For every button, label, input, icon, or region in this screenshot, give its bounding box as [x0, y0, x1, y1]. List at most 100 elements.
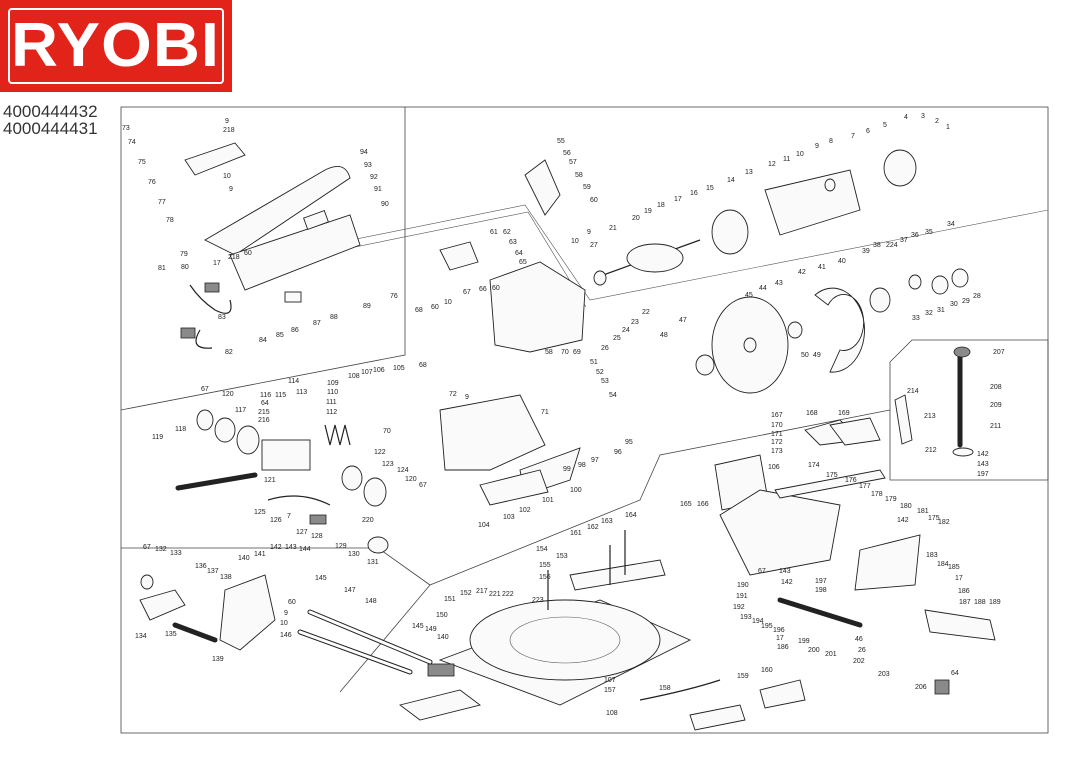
part-number-label: 69: [573, 349, 581, 356]
part-number-label: 41: [818, 264, 826, 271]
part-number-label: 10: [571, 238, 579, 245]
part-number-label: 4: [904, 114, 908, 121]
part-number-label: 60: [492, 285, 500, 292]
part-number-label: 184: [937, 561, 949, 568]
part-number-label: 50: [801, 352, 809, 359]
part-number-label: 154: [536, 546, 548, 553]
bushing: [214, 417, 236, 443]
part-number-label: 27: [590, 242, 598, 249]
part-number-label: 171: [771, 431, 783, 438]
part-number-label: 97: [591, 457, 599, 464]
part-number-label: 126: [270, 517, 282, 524]
part-number-label: 216: [258, 417, 270, 424]
part-number-label: 170: [771, 422, 783, 429]
part-number-label: 123: [382, 461, 394, 468]
ryobi-logo: RYOBI: [0, 0, 232, 92]
bevel-handle: [139, 589, 186, 621]
part-number-label: 17: [776, 635, 784, 642]
part-number-label: 67: [463, 289, 471, 296]
part-number-label: 47: [679, 317, 687, 324]
section-box-clamp: [889, 339, 1049, 481]
part-number-label: 156: [539, 574, 551, 581]
part-number-label: 17: [955, 575, 963, 582]
logo-text: RYOBI: [11, 11, 221, 80]
bearing: [593, 270, 607, 286]
part-number-label: 99: [563, 466, 571, 473]
fence-rail: [774, 469, 886, 499]
part-number-label: 104: [478, 522, 490, 529]
part-number-label: 93: [364, 162, 372, 169]
lock-knob: [934, 679, 950, 695]
part-number-label: 203: [878, 671, 890, 678]
part-number-label: 58: [545, 349, 553, 356]
part-number-label: 73: [122, 125, 130, 132]
part-number-label: 121: [264, 477, 276, 484]
miter-fence: [569, 559, 666, 591]
model-numbers: 4000444432 4000444431: [3, 103, 98, 137]
part-number-label: 33: [912, 315, 920, 322]
part-number-label: 112: [326, 409, 338, 416]
lock-lever: [524, 159, 561, 216]
bushing: [196, 409, 214, 431]
part-number-label: 105: [393, 365, 405, 372]
part-number-label: 6: [866, 128, 870, 135]
part-number-label: 175: [826, 472, 838, 479]
part-number-label: 108: [606, 710, 618, 717]
part-number-label: 143: [779, 568, 791, 575]
part-number-label: 90: [381, 201, 389, 208]
part-number-label: 64: [951, 670, 959, 677]
part-number-label: 207: [993, 349, 1005, 356]
part-number-label: 178: [871, 491, 883, 498]
part-number-label: 84: [259, 337, 267, 344]
part-number-label: 20: [632, 215, 640, 222]
part-number-label: 65: [519, 259, 527, 266]
part-number-label: 44: [759, 285, 767, 292]
slide-housing: [261, 439, 311, 471]
part-number-label: 3: [921, 113, 925, 120]
knob: [140, 574, 154, 590]
bearing: [824, 178, 836, 192]
part-number-label: 58: [575, 172, 583, 179]
part-number-label: 168: [806, 410, 818, 417]
part-number-label: 67: [419, 482, 427, 489]
part-number-label: 75: [138, 159, 146, 166]
part-number-label: 57: [569, 159, 577, 166]
cord-guard: [284, 291, 302, 303]
part-number-label: 10: [280, 620, 288, 627]
clamp-knob: [953, 346, 971, 358]
turntable: [469, 599, 661, 681]
part-number-label: 7: [851, 133, 855, 140]
part-number-label: 172: [771, 439, 783, 446]
part-number-label: 85: [276, 332, 284, 339]
arm-bracket: [439, 394, 546, 471]
part-number-label: 198: [815, 587, 827, 594]
part-number-label: 158: [659, 685, 671, 692]
part-number-label: 59: [583, 184, 591, 191]
part-number-label: 122: [374, 449, 386, 456]
part-number-label: 155: [539, 562, 551, 569]
extension-left: [689, 704, 746, 731]
laser-module: [309, 514, 327, 525]
part-number-label: 194: [752, 618, 764, 625]
part-number-label: 10: [796, 151, 804, 158]
part-number-label: 74: [128, 139, 136, 146]
extension-right: [759, 679, 806, 709]
part-number-label: 13: [745, 169, 753, 176]
part-number-label: 52: [596, 369, 604, 376]
section-divider-handle: [120, 107, 406, 411]
handle-body: [204, 165, 351, 256]
part-number-label: 142: [270, 544, 282, 551]
section-divider-rails: [121, 547, 431, 693]
part-number-label: 106: [768, 464, 780, 471]
part-number-label: 96: [614, 449, 622, 456]
part-number-label: 185: [948, 564, 960, 571]
part-number-label: 17: [674, 196, 682, 203]
part-number-label: 23: [631, 319, 639, 326]
part-number-label: 223: [532, 597, 544, 604]
part-number-label: 67: [143, 544, 151, 551]
part-number-label: 92: [370, 174, 378, 181]
part-number-label: 222: [502, 591, 514, 598]
inner-flange: [787, 321, 803, 339]
part-number-label: 25: [613, 335, 621, 342]
section-divider-motor: [261, 204, 1049, 301]
